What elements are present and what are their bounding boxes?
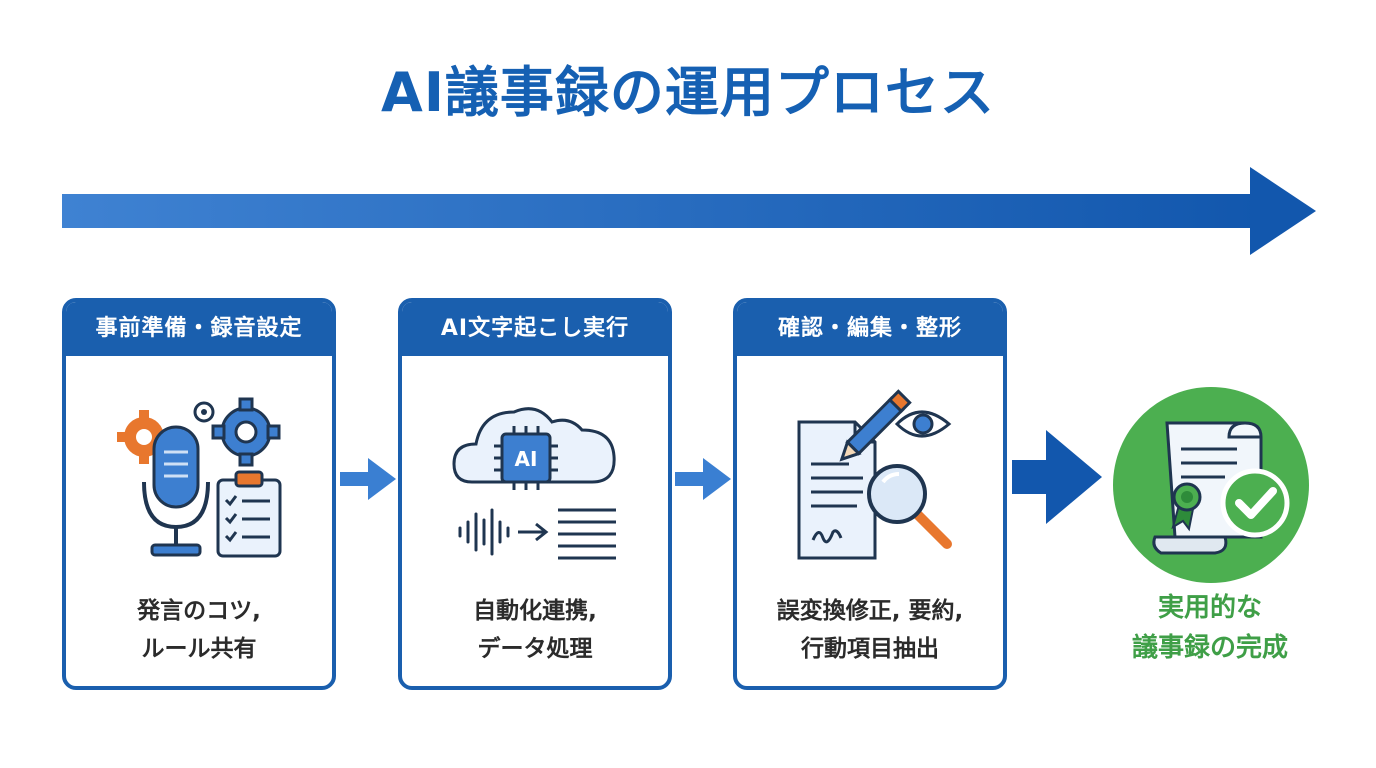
step-card-review: 確認・編集・整形 誤変換修正, 要約, 行動項目抽出 (733, 298, 1007, 690)
document-pen-magnifier-eye-icon (797, 389, 952, 560)
step-header: AI文字起こし実行 (402, 302, 668, 356)
step-card-preparation: 事前準備・録音設定 (62, 298, 336, 690)
step-arrow (340, 458, 396, 500)
microphone-gears-clipboard-icon (117, 397, 282, 558)
step-description: 発言のコツ, ルール共有 (137, 598, 261, 662)
page-title: AI議事録の運用プロセス (381, 61, 995, 124)
step-card-transcription: AI文字起こし実行 AI 自動化連携, データ処理 (398, 298, 672, 690)
timeline-arrow (62, 167, 1316, 255)
result-arrow (1012, 430, 1102, 524)
step-header: 確認・編集・整形 (737, 302, 1003, 356)
result-label: 実用的な 議事録の完成 (1131, 593, 1288, 663)
certificate-check-icon (1113, 387, 1309, 583)
ai-cloud-transcription-icon: AI (452, 407, 616, 560)
step-arrow (675, 458, 731, 500)
step-description: 誤変換修正, 要約, 行動項目抽出 (776, 598, 964, 662)
step-description: 自動化連携, データ処理 (473, 598, 597, 662)
ai-chip-label: AI (515, 447, 538, 471)
step-header: 事前準備・録音設定 (66, 302, 332, 356)
